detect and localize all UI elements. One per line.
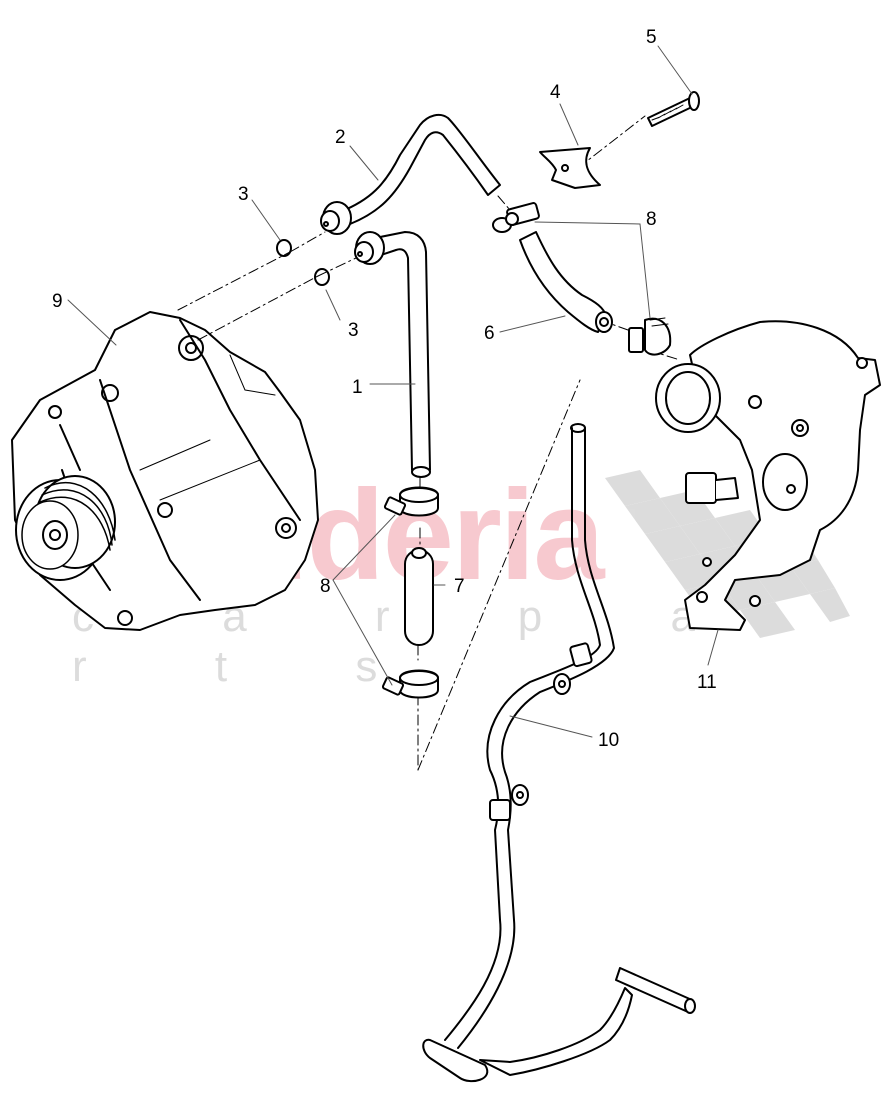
- clamp-8-upper: [492, 202, 540, 233]
- callout-8-lower: 8: [320, 576, 331, 597]
- clamp-8-right: [628, 317, 672, 356]
- callout-9: 9: [52, 291, 63, 312]
- alternator: [11, 311, 319, 631]
- callout-10: 10: [598, 730, 620, 751]
- callout-4: 4: [550, 82, 561, 103]
- callout-leaders: [67, 45, 719, 738]
- callout-3-upper: 3: [238, 184, 249, 205]
- callout-2: 2: [335, 127, 346, 148]
- callout-5: 5: [646, 27, 657, 48]
- callout-1: 1: [352, 377, 363, 398]
- callout-11: 11: [697, 672, 717, 693]
- callout-6: 6: [484, 323, 495, 344]
- clamp-8-lower: [381, 669, 439, 699]
- callout-8-upper: 8: [646, 209, 657, 230]
- hose-1: [354, 231, 431, 478]
- thermostat-housing: [655, 320, 881, 631]
- o-ring-lower: [314, 268, 330, 286]
- callout-3-lower: 3: [348, 320, 359, 341]
- bolt-5: [647, 91, 700, 127]
- o-ring-upper: [276, 239, 292, 257]
- clamp-8-middle: [383, 486, 439, 517]
- callout-7: 7: [454, 576, 465, 597]
- coolant-pipe-10: [422, 423, 696, 1083]
- assembly-dashed-lines: [177, 115, 681, 771]
- bracket-4: [539, 147, 601, 189]
- hose-2: [320, 113, 501, 235]
- connector-7: [404, 547, 434, 646]
